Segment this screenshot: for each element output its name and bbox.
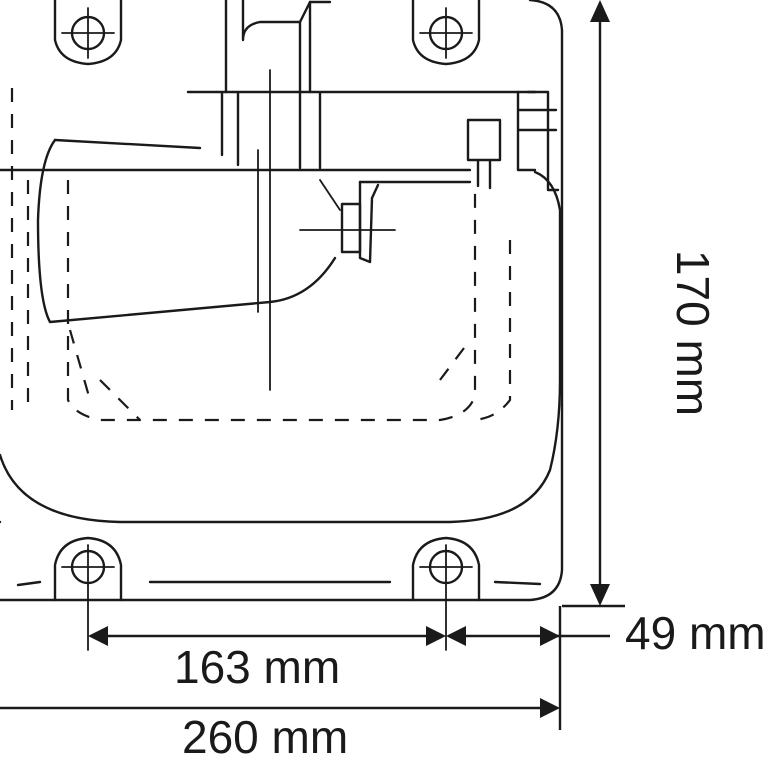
top-right-mounting-lug [411,0,481,66]
dimension-height [562,0,625,608]
hidden-lines [10,88,512,422]
valve-housing [186,0,537,391]
dimension-depth [446,606,610,730]
bowl-outline [0,170,562,524]
back-plate-outline [0,0,564,602]
dimension-width [0,698,560,718]
dimension-label-spacing: 163 mm [174,641,341,693]
top-left-mounting-lug [53,0,123,66]
dimension-label-depth: 49 mm [625,607,766,659]
dimension-label-width: 260 mm [182,711,349,763]
bottom-left-mounting-lug [53,536,123,651]
paddle-lever [0,138,472,324]
bottom-right-mounting-lug [411,536,481,651]
dimension-spacing [88,626,446,646]
float-valve-assembly [466,90,560,192]
dimension-label-height: 170 mm [667,249,720,417]
lower-plate-edge [0,520,542,587]
